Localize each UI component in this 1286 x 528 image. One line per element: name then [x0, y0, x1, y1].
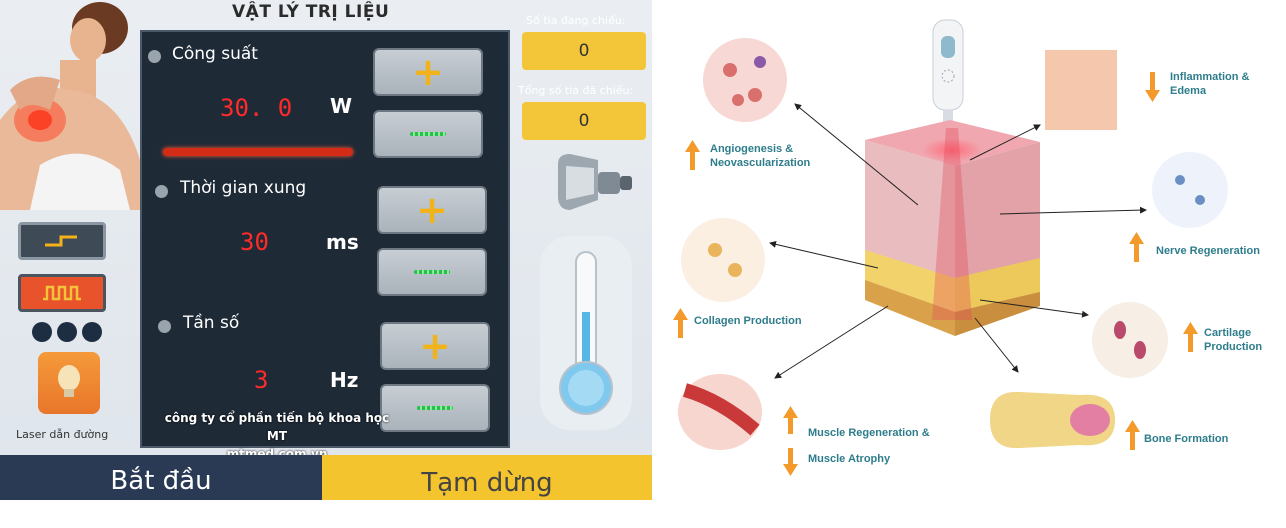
frequency-decrease-button[interactable]: [380, 384, 490, 432]
light-bulb-icon: [58, 365, 80, 397]
plus-icon: +: [416, 188, 448, 232]
step-wave-icon: [45, 235, 77, 247]
minus-icon: [410, 132, 446, 136]
plus-icon: +: [419, 324, 451, 368]
label-line: Angiogenesis &: [710, 143, 794, 155]
current-shots-label: Số tia đang chiếu:: [526, 14, 626, 27]
pulse-time-value: 30: [240, 228, 269, 256]
device-screen: VẬT LÝ TRỊ LIỆU Laser dẫn đường Công suấ…: [0, 0, 652, 500]
screen-title: VẬT LÝ TRỊ LIỆU: [232, 2, 390, 22]
pulse-time-label: Thời gian xung: [180, 178, 307, 198]
decrease-arrow-icon: [1145, 72, 1160, 102]
label-line: Inflammation &: [1170, 71, 1250, 83]
laser-guide-button[interactable]: [38, 352, 100, 414]
pause-button[interactable]: Tạm dừng: [322, 455, 652, 500]
frequency-indicator-dot: [158, 320, 171, 333]
muscle-label: Muscle Regeneration & Muscle Atrophy: [808, 420, 930, 472]
watermark: công ty cổ phần tiến bộ khoa học MT mtme…: [157, 409, 397, 463]
label-line: Neovascularization: [710, 157, 811, 169]
pulse-time-unit: ms: [326, 230, 359, 254]
frequency-unit: Hz: [330, 368, 359, 392]
increase-arrow-icon: [1125, 420, 1140, 450]
parameter-panel: [140, 30, 510, 448]
nerve-regeneration-label: Nerve Regeneration: [1156, 244, 1260, 258]
thermometer-icon: [540, 236, 632, 430]
frequency-increase-button[interactable]: +: [380, 322, 490, 370]
collagen-production-label: Collagen Production: [694, 314, 802, 328]
increase-arrow-icon: [673, 308, 688, 338]
increase-arrow-icon: [1183, 322, 1198, 352]
minus-icon: [417, 406, 453, 410]
indicator-dot: [57, 322, 77, 342]
pulse-time-decrease-button[interactable]: [377, 248, 487, 296]
laser-probe: [932, 19, 964, 126]
power-slider[interactable]: [163, 148, 353, 156]
label-line: Muscle Regeneration &: [808, 427, 930, 439]
indicator-dot: [32, 322, 52, 342]
label-line: Production: [1204, 341, 1263, 353]
total-shots-value: 0: [522, 102, 646, 140]
label-line: Muscle Atrophy: [808, 453, 891, 465]
power-value: 30. 0: [220, 94, 293, 122]
continuous-mode-button[interactable]: [18, 222, 106, 260]
increase-arrow-icon: [783, 406, 798, 434]
patient-illustration: [0, 2, 140, 210]
label-line: Edema: [1170, 85, 1207, 97]
laser-effects-diagram: Angiogenesis & Neovascularization Inflam…: [660, 0, 1286, 528]
indicator-dot: [82, 322, 102, 342]
nerve-image: [1152, 152, 1228, 228]
inflammation-image: [1045, 50, 1117, 130]
handpiece-icon: [558, 154, 632, 210]
pulse-time-increase-button[interactable]: +: [377, 186, 487, 234]
inflammation-label: Inflammation & Edema: [1170, 70, 1249, 98]
cartilage-image: [1092, 302, 1168, 378]
label-line: Collagen Production: [694, 315, 802, 327]
pulse-wave-icon: [43, 285, 81, 301]
decrease-arrow-icon: [783, 448, 798, 476]
label-line: Cartilage: [1204, 327, 1252, 339]
frequency-label: Tần số: [183, 313, 240, 333]
power-decrease-button[interactable]: [373, 110, 483, 158]
label-line: Nerve Regeneration: [1156, 245, 1260, 257]
frequency-value: 3: [254, 366, 269, 394]
power-label: Công suất: [172, 44, 258, 64]
watermark-company: công ty cổ phần tiến bộ khoa học MT: [164, 411, 390, 443]
tissue-block: [865, 120, 1040, 336]
pulse-time-indicator-dot: [155, 185, 168, 198]
total-shots-label: Tổng số tia đã chiếu:: [518, 84, 634, 97]
pulse-mode-button[interactable]: [18, 274, 106, 312]
bone-formation-label: Bone Formation: [1144, 432, 1228, 446]
plus-icon: +: [412, 50, 444, 94]
current-shots-value: 0: [522, 32, 646, 70]
start-button[interactable]: Bắt đầu: [0, 455, 322, 500]
laser-guide-label: Laser dẫn đường: [16, 428, 109, 441]
angiogenesis-label: Angiogenesis & Neovascularization: [710, 142, 810, 170]
label-line: Bone Formation: [1144, 433, 1229, 445]
increase-arrow-icon: [685, 140, 700, 170]
angiogenesis-image: [703, 38, 787, 122]
power-unit: W: [330, 94, 353, 118]
collagen-image: [681, 218, 765, 302]
power-increase-button[interactable]: +: [373, 48, 483, 96]
increase-arrow-icon: [1129, 232, 1144, 262]
power-indicator-dot: [148, 50, 161, 63]
minus-icon: [414, 270, 450, 274]
cartilage-production-label: Cartilage Production: [1204, 326, 1262, 354]
